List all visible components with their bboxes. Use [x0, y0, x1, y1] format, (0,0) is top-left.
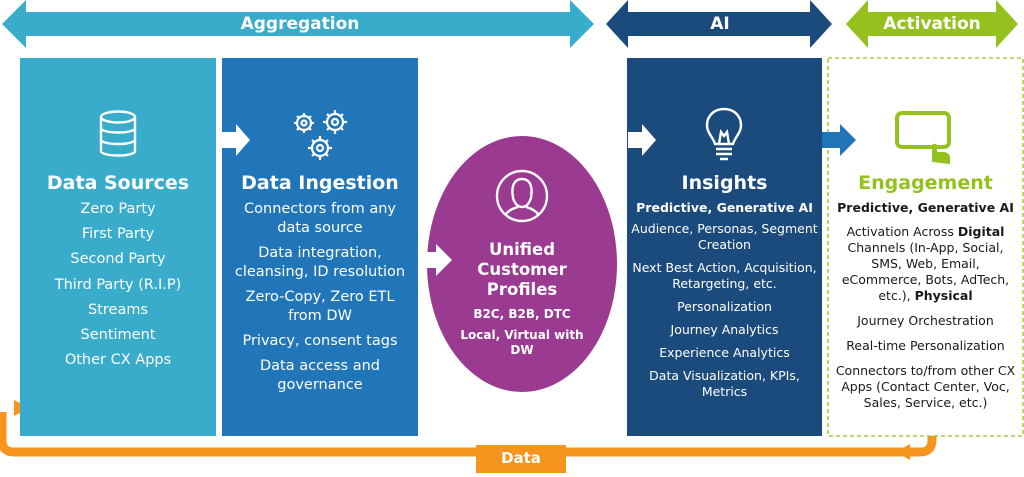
activation-physical: Physical	[914, 288, 973, 303]
list-item: Streams	[87, 301, 149, 318]
list-item: Data integration, cleansing, ID resoluti…	[234, 245, 406, 280]
list-item: Sentiment	[80, 326, 156, 343]
list-item: Personalization	[677, 299, 772, 314]
list-item: Other CX Apps	[64, 352, 172, 369]
insights-title: Insights	[681, 172, 768, 194]
list-item: Journey Orchestration	[857, 313, 994, 328]
list-item: Zero-Copy, Zero ETL from DW	[245, 289, 395, 324]
list-item: Data access and governance	[260, 358, 380, 393]
insights-box	[627, 58, 822, 436]
activation-arrow	[846, 0, 1018, 48]
profiles-title: Unified Customer Profiles	[477, 240, 567, 299]
list-item: Next Best Action, Acquisition, Retargeti…	[632, 260, 817, 291]
tablet-touch-icon	[895, 111, 951, 164]
aggregation-label: Aggregation	[240, 14, 360, 34]
activation-text: Activation Across Digital Channels (In-A…	[833, 224, 1018, 304]
insights-column: Insights Predictive, Generative AI Audie…	[631, 172, 818, 400]
list-item: Privacy, consent tags	[242, 333, 398, 349]
database-icon	[99, 110, 137, 157]
list-item: Second Party	[70, 251, 166, 268]
list-item: Connectors to/from other CX Apps (Contac…	[835, 363, 1016, 410]
profiles-content: Unified Customer Profiles B2C, B2B, DTC …	[455, 240, 589, 358]
list-item: Audience, Personas, Segment Creation	[631, 221, 818, 252]
activation-pre: Activation Across	[846, 224, 958, 239]
list-item: Real-time Personalization	[846, 338, 1005, 353]
data-loop	[0, 400, 937, 457]
lightbulb-icon	[705, 107, 743, 161]
data-badge: Data	[501, 449, 541, 467]
ai-label: AI	[710, 14, 730, 34]
list-item: Data Visualization, KPIs, Metrics	[649, 368, 800, 399]
data-ingestion-title: Data Ingestion	[241, 172, 399, 194]
list-item: Third Party (R.I.P)	[54, 276, 182, 293]
ai-arrow	[606, 0, 832, 48]
insights-subtitle: Predictive, Generative AI	[636, 200, 813, 215]
data-loop-arrowhead-right	[896, 444, 910, 460]
arrow-sources-ingestion	[218, 124, 250, 156]
list-item: Experience Analytics	[659, 345, 790, 360]
data-sources-box	[20, 58, 216, 436]
activation-mid: Channels (In-App, Social, SMS, Web, Emai…	[841, 240, 1010, 303]
data-sources-title: Data Sources	[46, 172, 190, 194]
data-ingestion-box	[222, 58, 418, 436]
list-item: First Party	[81, 226, 155, 243]
profiles-line1: B2C, B2B, DTC	[473, 307, 571, 321]
list-item: Connectors from any data source	[244, 201, 396, 236]
data-ingestion-column: Data Ingestion Connectors from any data …	[228, 172, 412, 395]
data-badge-bg	[476, 445, 566, 473]
arrow-insights-engagement	[822, 124, 856, 156]
data-sources-column: Data Sources Zero Party First Party Seco…	[20, 172, 216, 370]
arrow-profiles-insights	[628, 124, 656, 156]
activation-digital: Digital	[957, 224, 1005, 239]
list-item: Journey Analytics	[670, 322, 779, 337]
list-item: Zero Party	[80, 201, 156, 217]
engagement-box	[827, 57, 1024, 437]
engagement-column: Engagement Predictive, Generative AI Act…	[833, 172, 1018, 411]
activation-label: Activation	[883, 14, 981, 34]
arrow-ingestion-profiles	[420, 244, 452, 276]
engagement-title: Engagement	[858, 172, 993, 194]
aggregation-arrow	[2, 0, 594, 48]
person-icon	[495, 169, 549, 223]
gears-icon	[294, 110, 347, 160]
profiles-ellipse	[427, 136, 617, 392]
profiles-line2: Local, Virtual with DW	[460, 328, 584, 357]
engagement-subtitle: Predictive, Generative AI	[837, 200, 1014, 215]
